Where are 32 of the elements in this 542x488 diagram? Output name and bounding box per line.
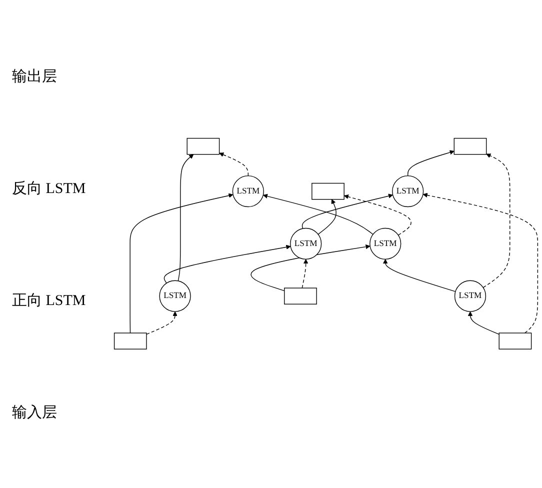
- arrow: [178, 154, 194, 282]
- node-box: [454, 138, 487, 156]
- node-box: [284, 288, 317, 305]
- arrow: [344, 194, 412, 236]
- node-circle: LSTM: [290, 228, 322, 260]
- arrow: [130, 194, 234, 334]
- node-box: [186, 138, 220, 156]
- arrow: [164, 245, 291, 284]
- arrow: [468, 312, 500, 335]
- arrow: [422, 193, 538, 334]
- node-box: [114, 332, 147, 350]
- node-box: [312, 183, 344, 200]
- arrow: [219, 152, 249, 176]
- arrow: [482, 154, 510, 288]
- arrow: [250, 244, 370, 292]
- arrow: [262, 194, 374, 235]
- arrow: [408, 150, 454, 176]
- node-circle: LSTM: [454, 280, 486, 312]
- layer-label: 正向 LSTM: [11, 292, 87, 310]
- layer-label: 输出层: [11, 68, 58, 86]
- arrow: [302, 259, 308, 289]
- node-circle: LSTM: [159, 280, 191, 312]
- node-box: [498, 332, 532, 350]
- layer-label: 反向 LSTM: [11, 180, 87, 198]
- node-circle: LSTM: [232, 176, 264, 208]
- arrow: [146, 312, 178, 335]
- arrow: [318, 199, 337, 235]
- node-circle: LSTM: [370, 228, 402, 260]
- node-circle: LSTM: [392, 176, 424, 208]
- arrow: [383, 259, 456, 292]
- arrow: [302, 194, 394, 230]
- layer-label: 输入层: [11, 404, 58, 422]
